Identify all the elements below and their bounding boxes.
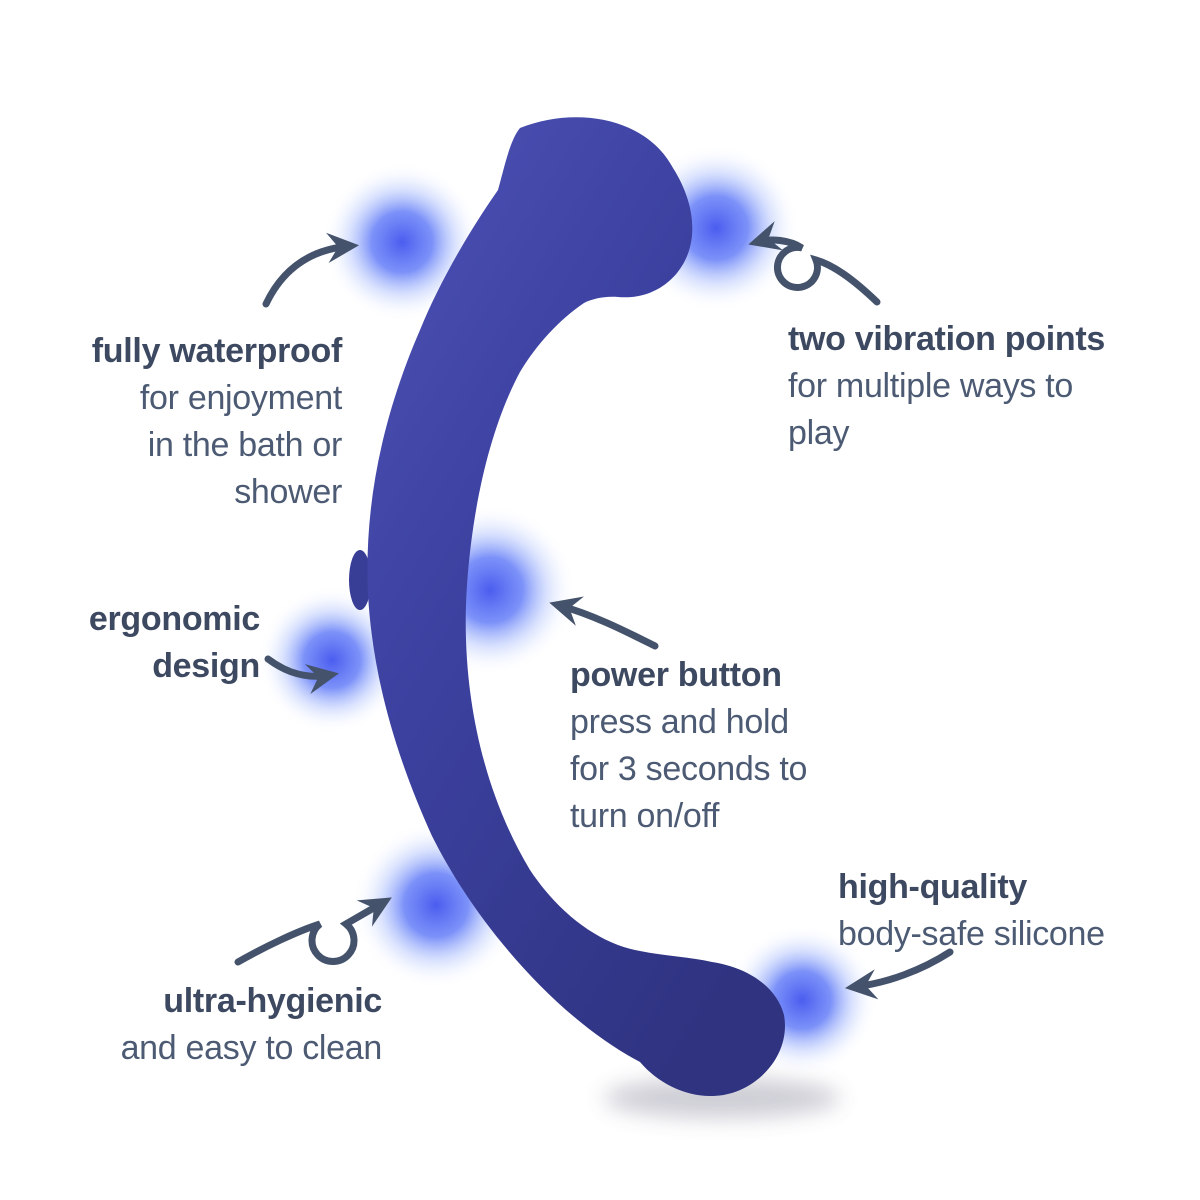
annotation-title: two vibration points: [788, 320, 1105, 358]
product-body: [349, 117, 785, 1097]
annotation-line: body-safe silicone: [838, 915, 1105, 953]
annotation-line: for 3 seconds to: [570, 750, 808, 788]
annotation-line: press and hold: [570, 703, 789, 741]
annotation-line: play: [788, 414, 850, 452]
product-shadow: [604, 1078, 840, 1118]
annotation-high-quality: high-quality body-safe silicone: [838, 864, 1105, 958]
annotation-title: fully waterproof: [91, 332, 343, 370]
glow-spot-upper-left: [322, 162, 482, 322]
annotation-power-button: power button press and hold for 3 second…: [570, 652, 807, 840]
annotation-title: high-quality: [838, 868, 1028, 906]
annotation-line: in the bath or: [147, 426, 343, 464]
annotation-two-vibration-points: two vibration points for multiple ways t…: [788, 316, 1105, 457]
vibration-arrow-icon: [748, 221, 881, 306]
glow-spot-middle-left: [258, 586, 406, 734]
annotation-fully-waterproof: fully waterproof for enjoyment in the ba…: [91, 328, 343, 516]
annotation-title: power button: [570, 656, 782, 694]
annotation-title: ultra-hygienic: [163, 982, 382, 1020]
annotation-line: shower: [234, 473, 342, 511]
annotation-line: for multiple ways to: [788, 367, 1073, 405]
annotation-line: for enjoyment: [139, 379, 342, 417]
annotation-ergonomic-design: ergonomic design: [89, 596, 260, 690]
annotation-ultra-hygienic: ultra-hygienic and easy to clean: [120, 978, 383, 1072]
annotation-line: and easy to clean: [120, 1029, 383, 1067]
quality-arrow-icon: [844, 948, 954, 1000]
power-button-bump: [349, 550, 371, 610]
annotation-line: turn on/off: [570, 797, 720, 835]
ergonomic-arrow-icon: [264, 655, 339, 694]
annotation-title: design: [152, 647, 260, 685]
hygienic-arrow-icon: [234, 897, 392, 966]
waterproof-arrow-icon: [262, 232, 360, 308]
power-button-arrow-icon: [549, 596, 659, 650]
annotation-title: ergonomic: [88, 600, 260, 638]
